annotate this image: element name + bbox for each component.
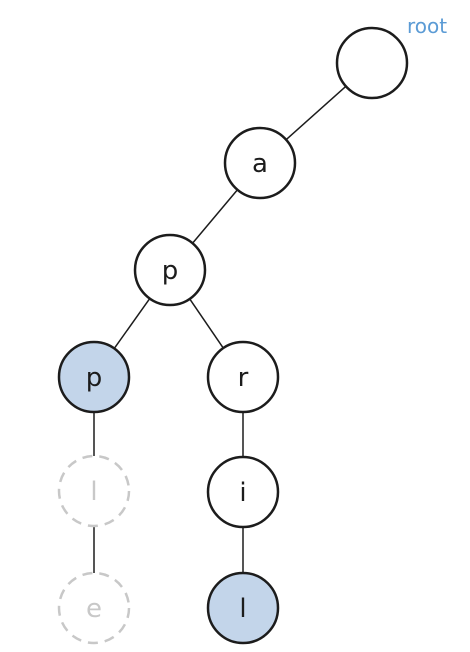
node-circle	[223, 126, 297, 200]
node-i: i	[206, 455, 280, 529]
node-label: l	[239, 594, 246, 624]
edge-p1-r	[189, 298, 224, 349]
node-root	[335, 26, 409, 100]
node-label: a	[252, 149, 268, 179]
node-p2: p	[57, 340, 131, 414]
node-p1: p	[133, 233, 207, 307]
node-label: e	[86, 594, 102, 624]
nodes-layer: a p p l e r i l	[57, 26, 409, 645]
edges-layer	[93, 85, 347, 573]
edge-a-p1	[191, 189, 239, 244]
node-label: r	[238, 363, 249, 393]
node-l1: l	[57, 454, 131, 528]
node-a: a	[223, 126, 297, 200]
edge-p1-p2	[113, 298, 151, 349]
node-circle	[57, 571, 131, 645]
node-r: r	[206, 340, 280, 414]
node-circle	[335, 26, 409, 100]
node-l2: l	[206, 571, 280, 645]
node-label: p	[86, 363, 103, 393]
node-circle	[206, 340, 280, 414]
edge-root-a	[285, 85, 347, 141]
node-circle	[133, 233, 207, 307]
node-label: l	[90, 477, 97, 507]
node-e: e	[57, 571, 131, 645]
node-label: i	[239, 478, 246, 508]
node-circle	[57, 340, 131, 414]
node-circle	[206, 455, 280, 529]
node-circle	[206, 571, 280, 645]
node-circle	[57, 454, 131, 528]
root-label: root	[407, 14, 447, 38]
node-label: p	[162, 256, 179, 286]
